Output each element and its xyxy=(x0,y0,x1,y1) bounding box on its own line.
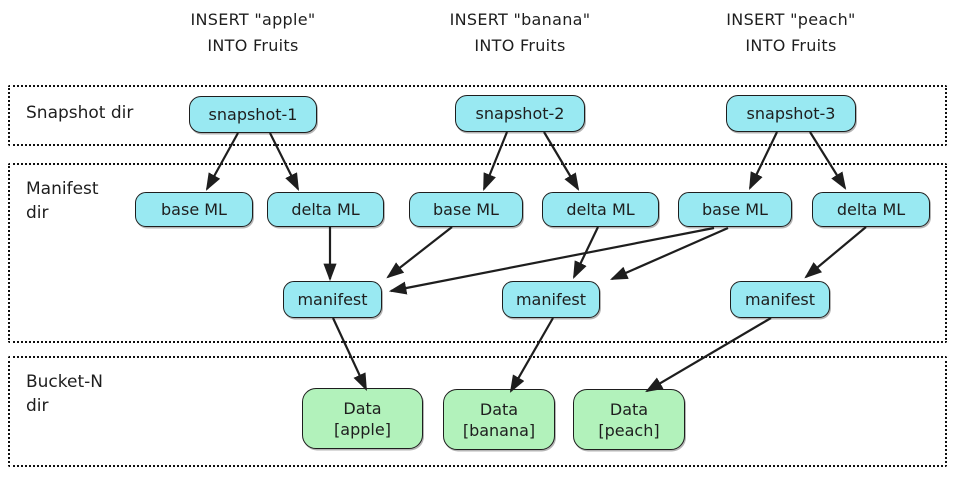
node-manifest-2-label: manifest xyxy=(515,290,587,309)
node-snapshot-2-label: snapshot-2 xyxy=(475,104,565,123)
insert-banana-line1: INSERT "banana" xyxy=(449,10,591,29)
insert-peach-header: INSERT "peach" INTO Fruits xyxy=(676,7,906,59)
node-data-apple-line2: [apple] xyxy=(334,419,391,439)
node-data-apple-line1: Data xyxy=(343,398,382,418)
node-snapshot-3: snapshot-3 xyxy=(726,95,856,132)
node-snapshot-1-label: snapshot-1 xyxy=(208,105,298,124)
insert-peach-line2: INTO Fruits xyxy=(745,36,837,55)
node-base-ml-3: base ML xyxy=(678,192,792,227)
insert-apple-line1: INSERT "apple" xyxy=(190,10,316,29)
insert-apple-line2: INTO Fruits xyxy=(207,36,299,55)
node-delta-ml-1-label: delta ML xyxy=(291,200,360,219)
bucket-dir-label-line2: dir xyxy=(26,396,49,416)
bucket-dir-section: Bucket-N dir xyxy=(8,356,947,467)
insert-banana-line2: INTO Fruits xyxy=(474,36,566,55)
insert-apple-header: INSERT "apple" INTO Fruits xyxy=(138,7,368,59)
node-data-peach: Data [peach] xyxy=(573,389,685,450)
node-base-ml-1-label: base ML xyxy=(161,200,227,219)
manifest-dir-label: Manifest dir xyxy=(26,177,99,225)
node-delta-ml-2-label: delta ML xyxy=(566,200,635,219)
insert-peach-line1: INSERT "peach" xyxy=(726,10,856,29)
node-manifest-3-label: manifest xyxy=(744,290,816,309)
snapshot-dir-label: Snapshot dir xyxy=(26,103,134,123)
manifest-dir-label-line2: dir xyxy=(26,203,49,223)
node-base-ml-1: base ML xyxy=(135,192,253,227)
node-manifest-1-label: manifest xyxy=(297,290,368,309)
node-data-banana: Data [banana] xyxy=(443,389,555,450)
node-data-apple: Data [apple] xyxy=(302,388,423,449)
snapshot-dir-section: Snapshot dir xyxy=(8,85,947,146)
node-manifest-2: manifest xyxy=(502,281,600,318)
node-snapshot-2: snapshot-2 xyxy=(455,95,585,132)
node-delta-ml-2: delta ML xyxy=(542,192,659,227)
node-base-ml-2-label: base ML xyxy=(433,200,499,219)
node-manifest-1: manifest xyxy=(283,281,382,318)
manifest-dir-label-line1: Manifest xyxy=(26,179,99,199)
node-delta-ml-1: delta ML xyxy=(267,192,384,227)
node-base-ml-2: base ML xyxy=(409,192,523,227)
node-snapshot-3-label: snapshot-3 xyxy=(746,104,836,123)
node-delta-ml-3-label: delta ML xyxy=(836,200,906,219)
bucket-dir-label: Bucket-N dir xyxy=(26,370,103,418)
bucket-dir-label-line1: Bucket-N xyxy=(26,372,103,392)
node-data-peach-line1: Data xyxy=(609,399,649,419)
insert-banana-header: INSERT "banana" INTO Fruits xyxy=(405,7,635,59)
node-data-banana-line2: [banana] xyxy=(462,420,536,440)
manifest-dir-section: Manifest dir xyxy=(8,163,947,343)
node-snapshot-1: snapshot-1 xyxy=(189,96,317,133)
node-delta-ml-3: delta ML xyxy=(812,192,930,227)
node-data-peach-line2: [peach] xyxy=(598,420,660,440)
node-data-banana-line1: Data xyxy=(479,399,519,419)
node-manifest-3: manifest xyxy=(730,281,830,318)
node-base-ml-3-label: base ML xyxy=(702,200,768,219)
